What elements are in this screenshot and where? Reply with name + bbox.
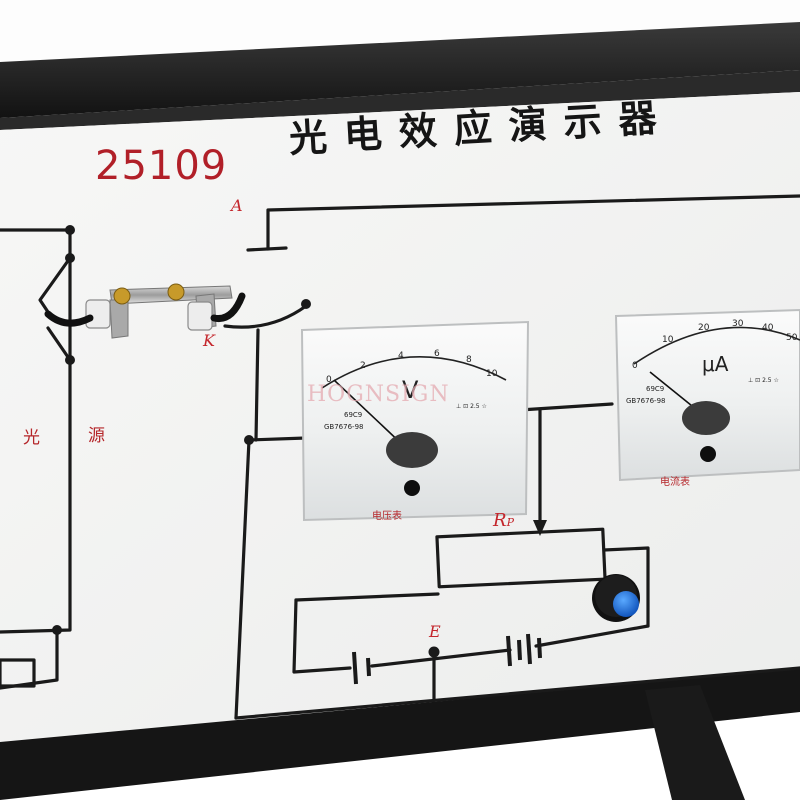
junction-dot — [65, 253, 75, 263]
ammeter-class-mark: ⊥ ⊡ 2.5 ☆ — [748, 377, 779, 384]
voltmeter-left-wire — [247, 436, 308, 442]
frame-bottom-edge — [0, 668, 800, 800]
voltmeter-tick-label: 10 — [486, 369, 498, 379]
model-number: 25109 — [95, 143, 228, 189]
cathode-down-wire — [254, 328, 260, 442]
meter-link-wire — [518, 402, 614, 412]
ammeter-zero-adjust — [700, 446, 716, 462]
cell-plate-long — [352, 651, 358, 685]
voltmeter-tick-label: 0 — [326, 375, 332, 385]
rheostat-label-main: R — [493, 510, 507, 531]
ammeter-unit: μA — [702, 352, 729, 376]
ammeter-tick-label: 10 — [662, 335, 674, 345]
cell-plate-short — [517, 639, 522, 661]
ammeter-tick-label: 40 — [762, 323, 774, 333]
cell-plate-short — [366, 657, 371, 677]
voltmeter-standard: GB7676-98 — [324, 423, 364, 431]
cell-plate-long — [506, 635, 512, 667]
battery-cells — [352, 633, 542, 685]
junction-dots — [52, 225, 440, 658]
brass-screw — [167, 283, 185, 301]
voltmeter — [300, 320, 530, 522]
rheostat-slider-arrow — [533, 520, 547, 536]
junction-dot — [65, 355, 75, 365]
voltmeter-tick-label: 4 — [398, 351, 404, 361]
lamp-lead-top — [38, 256, 72, 314]
ceramic-terminal-right — [187, 301, 213, 331]
junction-dot — [428, 646, 440, 658]
voltmeter-case — [300, 320, 530, 522]
voltmeter-caption: 电压表 — [372, 511, 402, 522]
junction-dot — [244, 435, 254, 445]
ammeter-standard: GB7676-98 — [626, 397, 666, 405]
battery-label: E — [429, 622, 441, 641]
rheostat-right-lead — [602, 546, 650, 628]
black-lead-right — [210, 292, 246, 323]
rheostat-left-lead — [294, 592, 440, 602]
watermark: HOGNSIGN — [307, 382, 450, 407]
rheostat-body — [435, 527, 607, 589]
light-source-label-1: 光 — [23, 428, 40, 448]
anode-top-wire — [266, 194, 800, 251]
lamp-lead-bottom — [46, 326, 72, 362]
lamp-switch-box — [0, 658, 36, 688]
frame-top-lip — [0, 70, 800, 130]
voltmeter-needle — [333, 379, 407, 449]
ammeter-tick-label: 0 — [632, 361, 638, 371]
ammeter-model-code: 69C9 — [646, 385, 665, 393]
cathode-label: K — [203, 331, 215, 350]
backdrop-top — [0, 0, 800, 62]
knob-cap — [613, 591, 639, 617]
rheostat-label: RP — [493, 512, 514, 530]
ammeter-caption: 电流表 — [660, 477, 690, 488]
stand-leg — [645, 685, 745, 800]
cell-plate-long — [526, 633, 532, 665]
bracket-left-leg — [109, 299, 129, 339]
junction-dot — [301, 299, 311, 309]
ammeter-tick-label: 50 — [786, 333, 798, 343]
voltmeter-tick-label: 6 — [434, 349, 440, 359]
battery-left-wire — [292, 598, 352, 674]
ammeter-tick-label: 30 — [732, 319, 744, 329]
cathode-arc — [223, 304, 308, 329]
photocell-assembly — [44, 283, 246, 339]
rheostat-knob — [592, 574, 640, 622]
circuit-wiring — [0, 194, 800, 720]
voltmeter-class-mark: ⊥ ⊡ 2.5 ☆ — [456, 403, 487, 410]
voltmeter-tick-label: 2 — [360, 361, 366, 371]
ammeter-pivot-housing — [682, 401, 730, 435]
bottom-return-wire — [234, 666, 800, 720]
ammeter-scale-arc — [633, 326, 800, 365]
battery-right-wire — [534, 624, 650, 648]
ceramic-terminal-left — [85, 299, 111, 329]
voltmeter-tick-label: 8 — [466, 355, 472, 365]
light-source-loop — [0, 228, 72, 634]
voltmeter-scale-arc — [321, 356, 507, 389]
ammeter-tick-label: 20 — [698, 323, 710, 333]
cell-plate-short — [537, 637, 542, 659]
voltmeter-pivot-housing — [386, 432, 438, 468]
frame-top-edge — [0, 22, 800, 118]
anode-label: A — [231, 196, 243, 215]
ammeter-case — [614, 308, 800, 482]
left-vertical-wire — [234, 438, 251, 720]
voltmeter-unit: V — [402, 376, 419, 404]
junction-dot — [52, 625, 62, 635]
junction-dot — [65, 225, 75, 235]
ammeter — [614, 308, 800, 482]
voltmeter-model-code: 69C9 — [344, 411, 363, 419]
rheostat-label-sub: P — [506, 516, 514, 529]
light-source-label-2: 源 — [88, 426, 105, 446]
black-lead-left — [44, 310, 94, 327]
battery-mid-wire — [370, 648, 512, 668]
brass-screw — [113, 287, 131, 305]
voltmeter-zero-adjust — [404, 480, 420, 496]
